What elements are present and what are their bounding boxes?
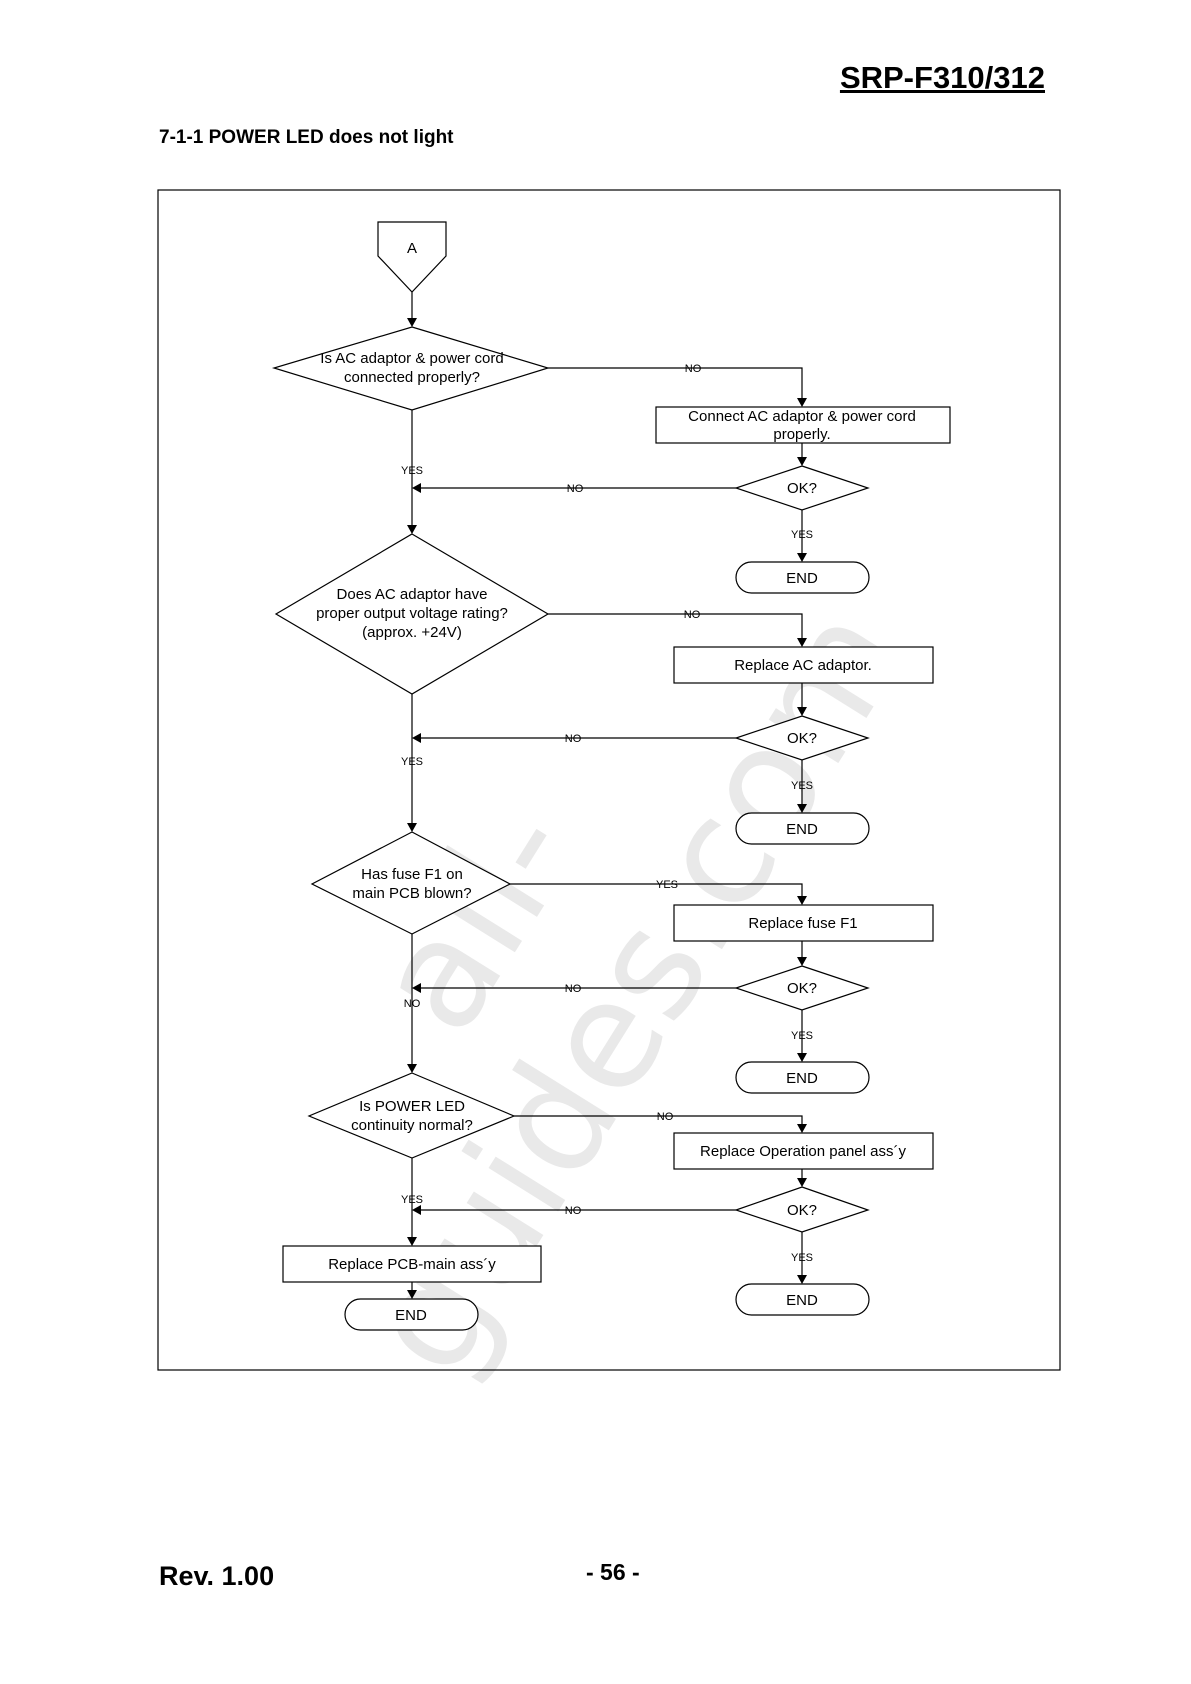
decision-ac-connected: Is AC adaptor & power cord connected pro… xyxy=(271,326,551,411)
decision-ac-voltage-line1: Does AC adaptor have xyxy=(337,586,488,603)
edge-label-yes: YES xyxy=(401,465,423,477)
edge-label-no: NO xyxy=(657,1111,674,1123)
decision-ac-voltage-line3: (approx. +24V) xyxy=(362,624,462,641)
action-replace-pcb-main-label: Replace PCB-main ass´y xyxy=(328,1256,496,1273)
decision-fuse-blown: Has fuse F1 on main PCB blown? xyxy=(310,831,512,935)
connector-lines xyxy=(407,292,807,1299)
flowchart-frame xyxy=(157,189,1061,1371)
edge-label-yes: YES xyxy=(656,879,678,891)
decision-ok-3: OK? xyxy=(734,965,870,1011)
edge-label-yes: YES xyxy=(791,529,813,541)
terminator-end-3-label: END xyxy=(786,1070,818,1087)
terminator-end-1: END xyxy=(735,561,870,594)
action-connect-ac-line1: Connect AC adaptor & power cord xyxy=(688,408,916,425)
model-header: SRP-F310/312 xyxy=(839,60,1045,95)
decision-led-continuity-line1: Is POWER LED xyxy=(359,1098,465,1115)
decision-ac-voltage-line2: proper output voltage rating? xyxy=(316,605,508,622)
edge-label-no: NO xyxy=(567,483,584,495)
action-replace-ac-adaptor-label: Replace AC adaptor. xyxy=(734,657,872,674)
decision-ok-3-label: OK? xyxy=(787,980,817,997)
connector-a: A xyxy=(377,221,447,293)
edge-label-yes: YES xyxy=(791,1252,813,1264)
edge-label-no: NO xyxy=(404,998,421,1010)
edge-label-yes: YES xyxy=(401,756,423,768)
decision-led-continuity: Is POWER LED continuity normal? xyxy=(307,1072,516,1159)
terminator-end-5: END xyxy=(344,1298,479,1331)
edge-label-no: NO xyxy=(565,733,582,745)
edge-label-no: NO xyxy=(685,363,702,375)
section-title: 7-1-1 POWER LED does not light xyxy=(159,127,454,148)
action-replace-ac-adaptor: Replace AC adaptor. xyxy=(673,646,934,684)
decision-ok-1: OK? xyxy=(734,465,870,511)
terminator-end-2: END xyxy=(735,812,870,845)
action-replace-pcb-main: Replace PCB-main ass´y xyxy=(282,1245,542,1283)
decision-ac-connected-line2: connected properly? xyxy=(344,369,480,386)
edge-label-no: NO xyxy=(565,1205,582,1217)
action-connect-ac-line2: properly. xyxy=(773,426,830,443)
decision-fuse-blown-line2: main PCB blown? xyxy=(352,885,471,902)
terminator-end-5-label: END xyxy=(395,1307,427,1324)
action-replace-fuse: Replace fuse F1 xyxy=(673,904,934,942)
action-replace-operation-panel: Replace Operation panel ass´y xyxy=(673,1132,934,1170)
edge-label-yes: YES xyxy=(401,1194,423,1206)
page-number: - 56 - xyxy=(586,1559,640,1585)
decision-led-continuity-line2: continuity normal? xyxy=(351,1117,473,1134)
revision-footer: Rev. 1.00 xyxy=(159,1561,275,1591)
edge-label-no: NO xyxy=(684,609,701,621)
terminator-end-2-label: END xyxy=(786,821,818,838)
terminator-end-3: END xyxy=(735,1061,870,1094)
terminator-end-1-label: END xyxy=(786,570,818,587)
connector-a-label: A xyxy=(407,240,417,257)
decision-ac-voltage: Does AC adaptor have proper output volta… xyxy=(274,533,550,695)
decision-ok-1-label: OK? xyxy=(787,480,817,497)
decision-ok-4: OK? xyxy=(734,1186,870,1233)
edge-label-yes: YES xyxy=(791,1030,813,1042)
action-replace-operation-panel-label: Replace Operation panel ass´y xyxy=(700,1143,906,1160)
action-replace-fuse-label: Replace fuse F1 xyxy=(748,915,857,932)
terminator-end-4: END xyxy=(735,1283,870,1316)
decision-fuse-blown-line1: Has fuse F1 on xyxy=(361,866,463,883)
terminator-end-4-label: END xyxy=(786,1292,818,1309)
decision-ac-connected-line1: Is AC adaptor & power cord xyxy=(320,350,503,367)
decision-ok-2-label: OK? xyxy=(787,730,817,747)
edge-label-no: NO xyxy=(565,983,582,995)
decision-ok-4-label: OK? xyxy=(787,1202,817,1219)
action-connect-ac: Connect AC adaptor & power cord properly… xyxy=(655,406,951,444)
edge-label-yes: YES xyxy=(791,780,813,792)
decision-ok-2: OK? xyxy=(734,715,870,761)
